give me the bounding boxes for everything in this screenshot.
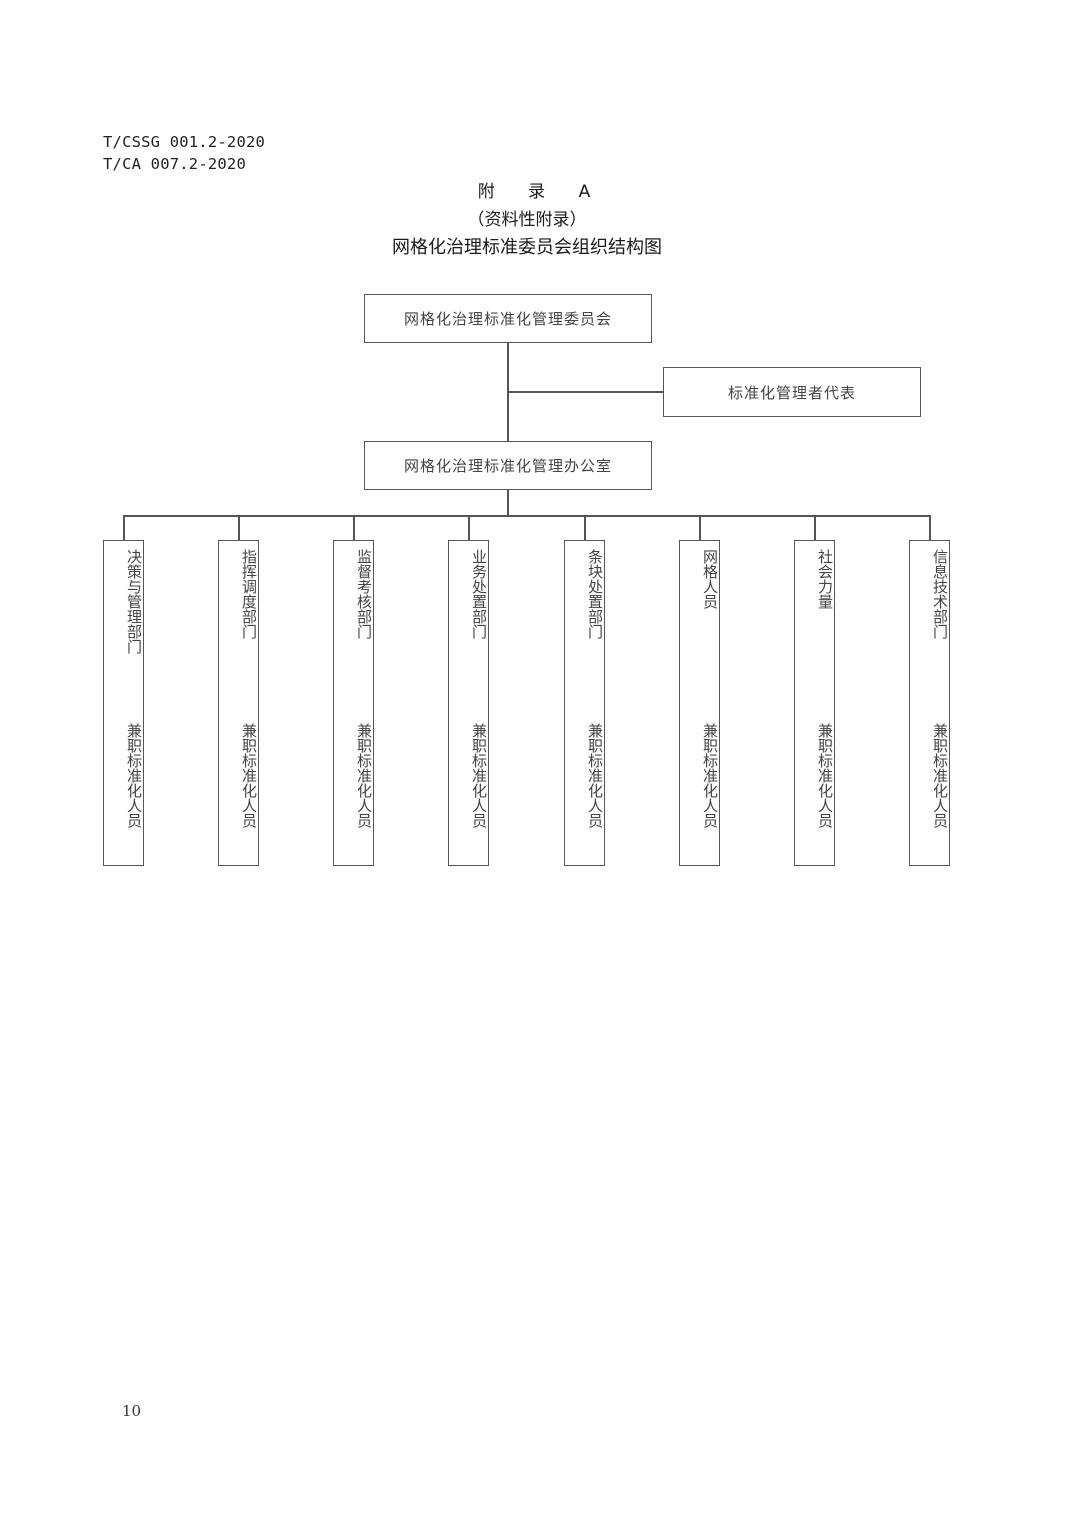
committee-box: 网格化治理标准化管理委员会: [364, 294, 652, 343]
committee-label: 网格化治理标准化管理委员会: [403, 310, 612, 328]
department-name: 指挥调度部门: [240, 549, 258, 639]
appendix-label: 附 录 A: [477, 182, 605, 202]
office-connector: [507, 490, 509, 516]
department-box-supervision: 监督考核部门 兼职标准化人员: [333, 540, 374, 866]
department-box-it: 信息技术部门 兼职标准化人员: [909, 540, 950, 866]
department-name: 信息技术部门: [931, 549, 949, 639]
drop-connector: [468, 515, 470, 540]
department-box-decision: 决策与管理部门 兼职标准化人员: [103, 540, 144, 866]
department-staff: 兼职标准化人员: [240, 723, 258, 828]
drop-connector: [584, 515, 586, 540]
department-name: 业务处置部门: [470, 549, 488, 639]
department-name: 决策与管理部门: [125, 549, 143, 654]
drop-connector: [123, 515, 125, 540]
department-staff: 兼职标准化人员: [125, 723, 143, 828]
department-staff: 兼职标准化人员: [931, 723, 949, 828]
drop-connector: [699, 515, 701, 540]
department-box-grid-staff: 网格人员 兼职标准化人员: [679, 540, 720, 866]
appendix-type: （资料性附录）: [467, 210, 587, 230]
standard-code-secondary: T/CA 007.2-2020: [103, 155, 246, 173]
department-box-business: 业务处置部门 兼职标准化人员: [448, 540, 489, 866]
department-staff: 兼职标准化人员: [470, 723, 488, 828]
drop-connector: [929, 515, 931, 540]
diagram-title: 网格化治理标准委员会组织结构图: [392, 237, 662, 258]
office-label: 网格化治理标准化管理办公室: [403, 457, 612, 475]
department-staff: 兼职标准化人员: [816, 723, 834, 828]
department-box-command: 指挥调度部门 兼职标准化人员: [218, 540, 259, 866]
department-staff: 兼职标准化人员: [355, 723, 373, 828]
drop-connector: [353, 515, 355, 540]
drop-connector: [814, 515, 816, 540]
department-box-social: 社会力量 兼职标准化人员: [794, 540, 835, 866]
department-name: 网格人员: [701, 549, 719, 609]
office-box: 网格化治理标准化管理办公室: [364, 441, 652, 490]
department-name: 社会力量: [816, 549, 834, 609]
representative-label: 标准化管理者代表: [727, 383, 856, 402]
department-box-sector: 条块处置部门 兼职标准化人员: [564, 540, 605, 866]
department-staff: 兼职标准化人员: [586, 723, 604, 828]
side-connector: [507, 391, 664, 393]
department-bus: [123, 515, 930, 517]
department-name: 监督考核部门: [355, 549, 373, 639]
department-name: 条块处置部门: [586, 549, 604, 639]
standard-code-primary: T/CSSG 001.2-2020: [103, 133, 266, 151]
department-staff: 兼职标准化人员: [701, 723, 719, 828]
drop-connector: [238, 515, 240, 540]
page-number: 10: [122, 1402, 142, 1420]
representative-box: 标准化管理者代表: [663, 367, 921, 417]
